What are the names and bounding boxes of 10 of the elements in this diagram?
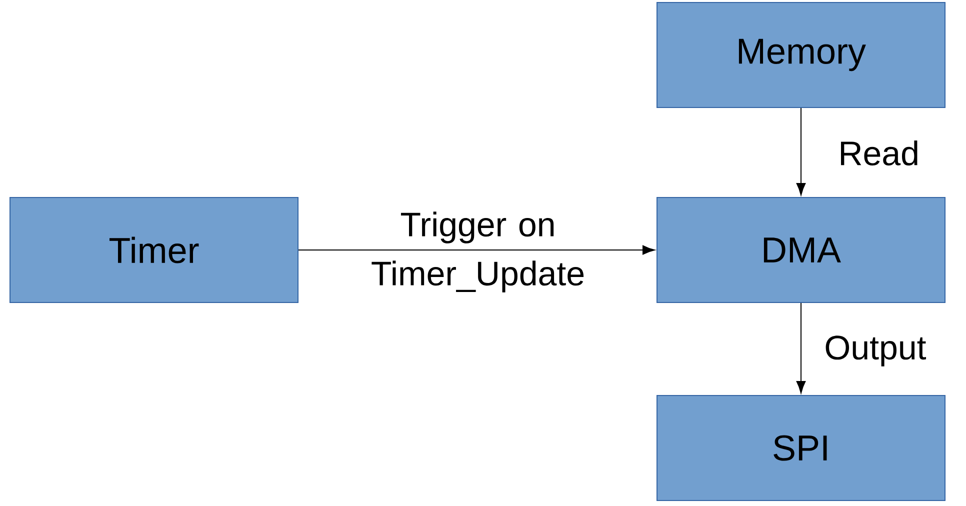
arrow [796,302,806,394]
edge-label: Output [826,336,926,366]
edge-label: Read [841,140,918,166]
process-box: Timer [10,197,298,303]
process-box: SPI [656,395,946,501]
process-box: Memory [656,2,946,108]
arrow [796,108,806,196]
process-box: DMA [656,197,946,303]
arrow [298,245,655,255]
edge-label: Trigger on Timer_Update [372,212,584,292]
